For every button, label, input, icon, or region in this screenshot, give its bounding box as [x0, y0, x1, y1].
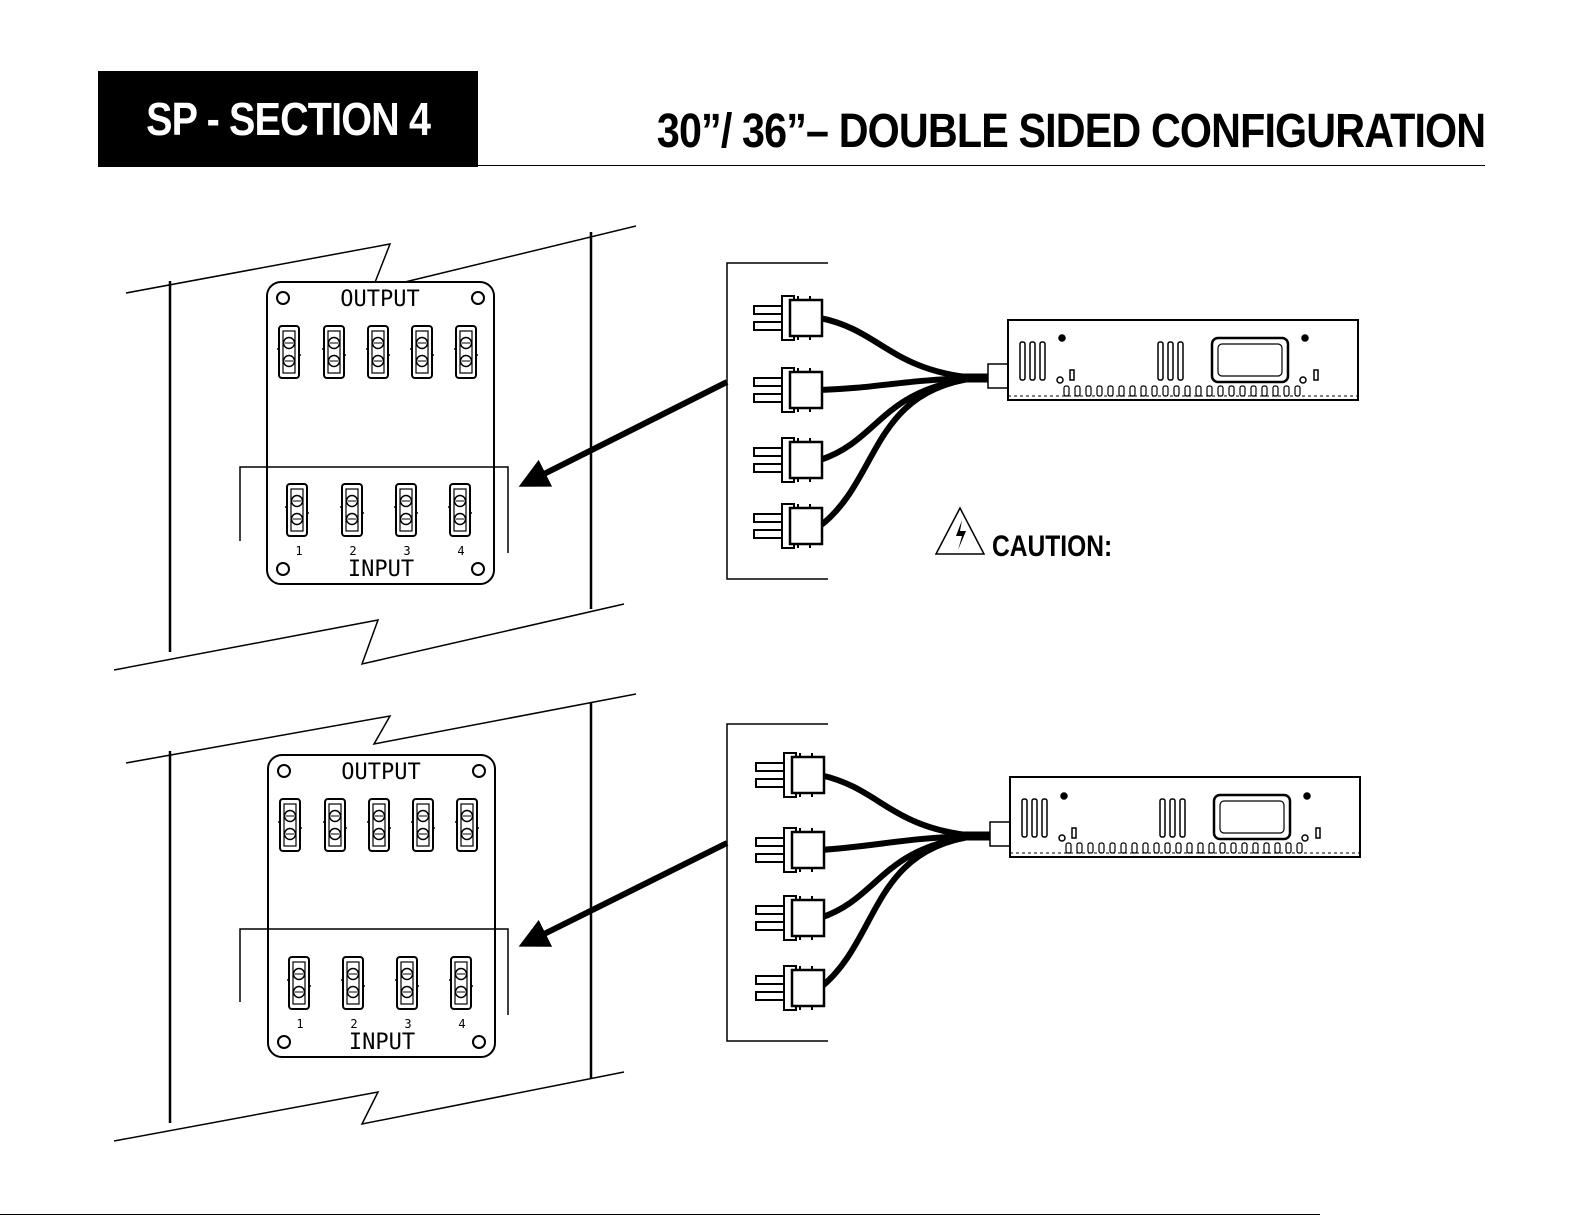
input-number: 2	[349, 544, 356, 558]
input-number: 2	[350, 1017, 357, 1031]
caution-notice: CAUTION:	[936, 508, 1112, 563]
break-line	[114, 1072, 624, 1141]
input-number: 1	[295, 544, 302, 558]
output-label: OUTPUT	[340, 287, 419, 312]
input-number: 4	[457, 544, 464, 558]
input-number: 3	[404, 1017, 411, 1031]
output-label: OUTPUT	[341, 760, 420, 785]
break-line	[126, 694, 636, 763]
harness-plug	[754, 438, 822, 482]
caution-label: CAUTION:	[992, 529, 1112, 563]
panel-assembly-bottom: OUTPUT 1 2 3 4 INPUT	[114, 694, 727, 1141]
footer-rule	[0, 1214, 1320, 1215]
harness-plug	[756, 966, 824, 1010]
harness-plug	[756, 896, 824, 940]
panel-assembly-top: OUTPUT 1 2 3 4 INPUT	[114, 226, 727, 670]
input-number: 4	[458, 1017, 465, 1031]
input-label: INPUT	[349, 1030, 415, 1055]
power-supply	[988, 320, 1358, 400]
input-label: INPUT	[348, 557, 414, 582]
pointer-arrow	[524, 382, 727, 484]
harness-plug	[754, 296, 822, 340]
power-supply	[990, 777, 1360, 857]
harness-plug	[756, 828, 824, 872]
harness-top: CAUTION:	[727, 263, 1358, 579]
harness-bottom	[727, 724, 1360, 1041]
harness-plug	[754, 504, 822, 548]
input-number: 3	[403, 544, 410, 558]
break-line	[114, 604, 624, 670]
harness-plug	[756, 753, 824, 797]
input-number: 1	[296, 1017, 303, 1031]
harness-plug	[754, 368, 822, 412]
pointer-arrow	[524, 843, 727, 944]
